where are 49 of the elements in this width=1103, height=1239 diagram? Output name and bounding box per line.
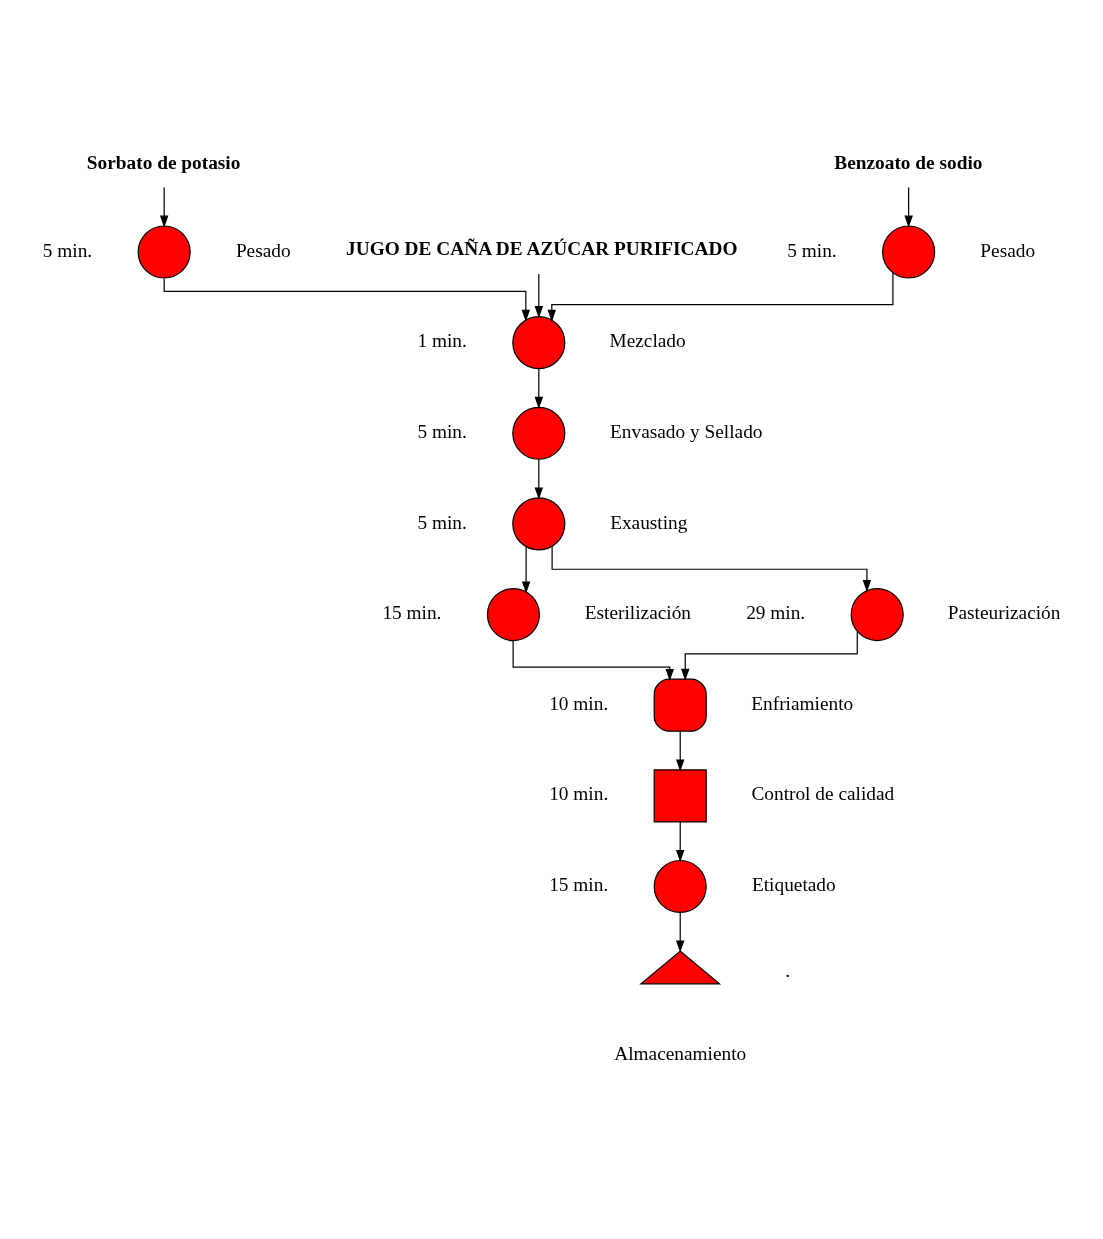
node-circle [512, 315, 566, 369]
node-label: Enfriamiento [751, 692, 854, 714]
node-label: 5 min. [42, 239, 93, 261]
node-label: Control de calidad [751, 782, 895, 804]
node-label: Pesado [980, 239, 1036, 261]
node-label: Mezclado [609, 329, 686, 351]
label: . [785, 959, 791, 981]
arrow [512, 639, 674, 681]
arrow [159, 186, 169, 228]
arrow [904, 186, 913, 228]
node-label: 5 min. [787, 239, 837, 261]
arrow [547, 271, 894, 322]
node-circle [137, 224, 191, 279]
node-label: 5 min. [417, 420, 467, 442]
node-circle [882, 224, 936, 279]
node-delay [653, 678, 707, 732]
node-label: 1 min. [417, 329, 467, 351]
node-label: Etiquetado [751, 873, 836, 895]
node-circle [653, 859, 707, 913]
node-label: Esterilización [584, 601, 692, 623]
node-circle [512, 496, 566, 550]
node-circle [486, 587, 540, 641]
node-box [653, 768, 707, 822]
node-label: Exausting [610, 511, 688, 533]
arrow [675, 820, 685, 862]
node-circle [850, 587, 904, 641]
node-label: Pesado [235, 239, 291, 261]
arrow [675, 911, 685, 953]
arrow [675, 730, 685, 772]
node-text: Sorbato de potasio [86, 151, 241, 173]
arrow [534, 272, 544, 318]
node-label: 10 min. [549, 692, 609, 714]
arrow [534, 367, 544, 409]
node-label: 15 min. [382, 601, 442, 623]
arrow [551, 545, 872, 592]
node-label: 15 min. [549, 873, 609, 895]
node-triangle [639, 949, 722, 984]
node-label: 29 min. [746, 601, 806, 623]
node-text: JUGO DE CAÑA DE AZÚCAR PURIFICADO [346, 237, 738, 259]
arrow [534, 458, 544, 500]
node-label: 10 min. [549, 782, 609, 804]
node-label: Almacenamiento [614, 1042, 747, 1064]
node-text: Benzoato de sodio [834, 151, 983, 173]
node-circle [512, 406, 566, 460]
node-label: Envasado y Sellado [610, 420, 763, 442]
arrow [521, 545, 531, 594]
node-label: 5 min. [417, 511, 467, 533]
arrow [681, 630, 858, 681]
node-label: Pasteurización [947, 601, 1061, 623]
